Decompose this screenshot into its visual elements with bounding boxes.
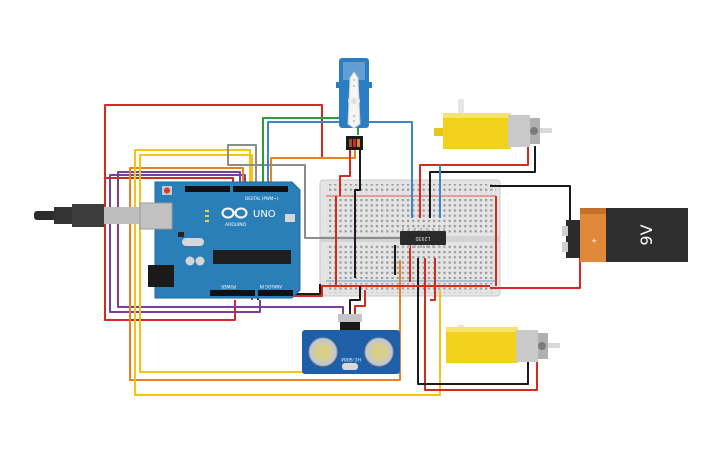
arduino-brand: ARDUINO [225, 222, 247, 228]
servo-motor [336, 58, 372, 150]
digital-label: DIGITAL (PWM~) [245, 196, 279, 201]
power-label: POWER [221, 284, 236, 289]
motor-driver-ic: L293D [400, 228, 446, 248]
wire-purple-2 [117, 171, 344, 322]
wire-red-servo [339, 150, 351, 196]
arduino-model: UNO [253, 209, 276, 220]
wire-orange-servo [270, 150, 356, 183]
wires [104, 104, 581, 396]
wire-motor1-red [419, 146, 529, 218]
wire-motor2-red [424, 258, 538, 391]
dc-motor-bottom [446, 325, 560, 363]
dc-motor-top [434, 99, 552, 149]
driver-ic-label: L293D [415, 235, 430, 241]
battery-plus-sign: + [591, 237, 597, 245]
ultrasonic-label: HC-SR04 [341, 356, 361, 362]
wire-motor1-black [429, 146, 536, 218]
wire-us-black [349, 286, 361, 322]
wire-motor2-red2 [430, 258, 436, 301]
wire-gray [227, 144, 405, 239]
wire-battery-black [490, 185, 571, 236]
analog-label: ANALOG IN [260, 284, 282, 289]
wire-red-bottom [104, 178, 236, 321]
battery-label: 9V [637, 224, 656, 245]
wire-motor2-black [417, 258, 529, 385]
arduino-uno: UNO ARDUINO DIGITAL (PWM~) POWER ANALOG … [34, 181, 301, 299]
wire-purple-1 [109, 174, 261, 313]
wire-battery-red [490, 258, 581, 289]
ultrasonic-sensor: HC-SR04 [302, 314, 400, 374]
wire-black-servo [354, 150, 361, 278]
battery-9v: 9V + [562, 208, 688, 262]
arduino-logo [221, 207, 248, 219]
